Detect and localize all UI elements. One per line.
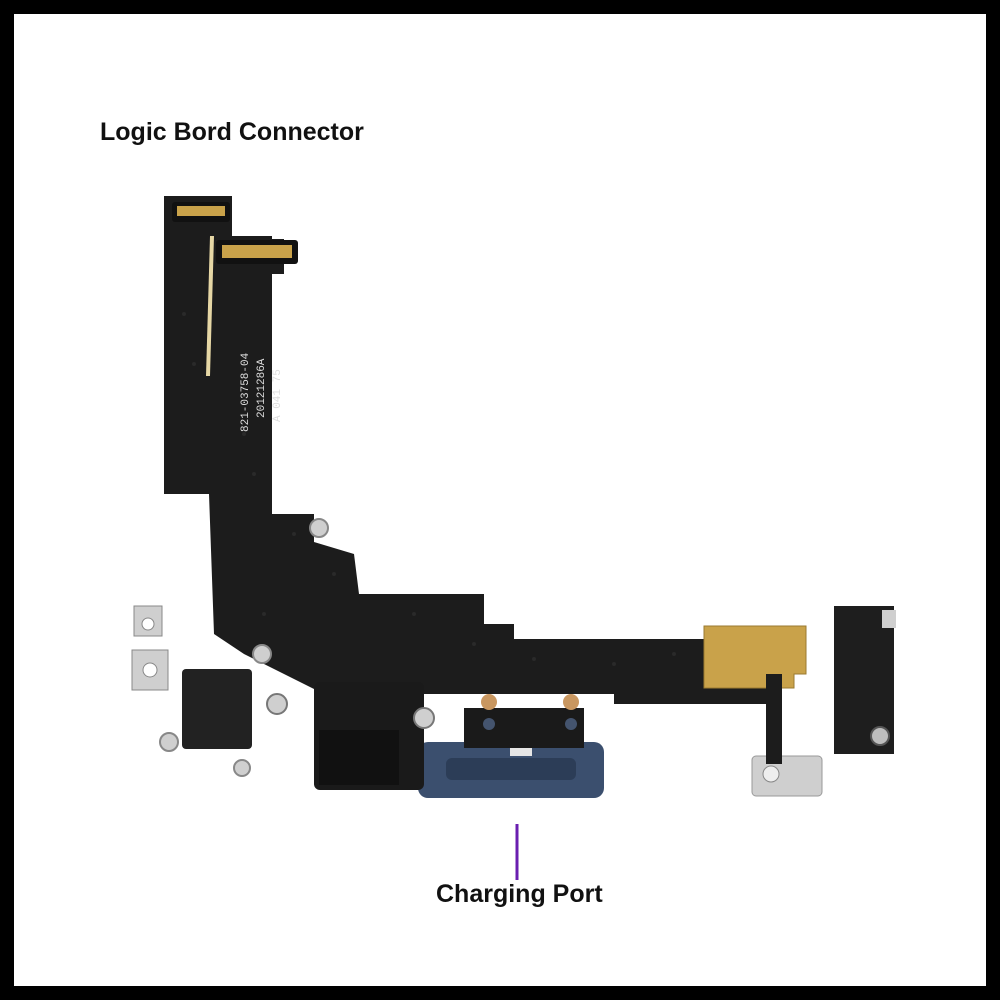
charging-port-label: Charging Port — [436, 880, 603, 908]
left-module — [182, 669, 435, 790]
gold-shield-patch — [703, 625, 807, 689]
marking-line-3: A 041 75 — [272, 369, 284, 422]
marking-line-1: 821-03758-04 — [240, 352, 252, 432]
charging-port — [418, 694, 604, 798]
product-canvas: Logic Bord Connector — [14, 14, 986, 986]
logic-board-connector-lower — [216, 240, 298, 264]
flex-cable-assembly-illustration: 821-03758-04 20121286A A 041 75 — [131, 196, 896, 880]
metal-bracket-right — [751, 674, 823, 797]
right-bracket — [834, 606, 896, 754]
left-screw-brackets — [131, 518, 329, 777]
logic-board-connector-label: Logic Bord Connector — [100, 118, 364, 146]
marking-line-2: 20121286A — [256, 358, 268, 418]
part-markings: 821-03758-04 20121286A A 041 75 — [240, 352, 284, 432]
logic-board-connector-upper — [172, 202, 230, 222]
